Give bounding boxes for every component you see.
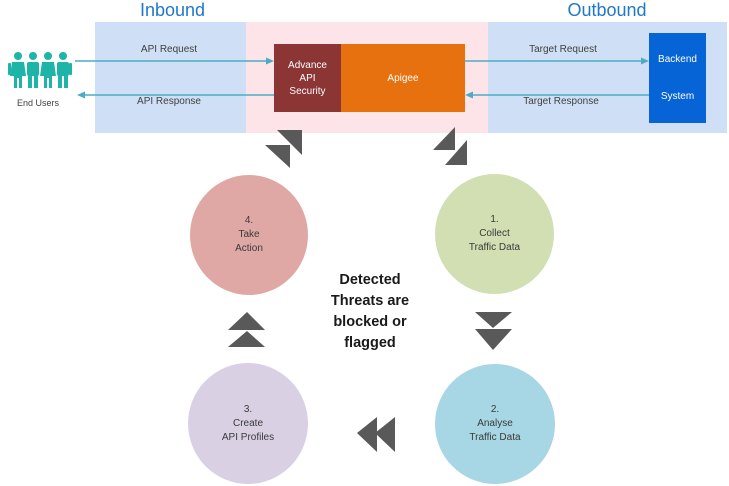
apigee-label: Apigee — [387, 72, 419, 84]
backend-system-line-2: System — [660, 91, 695, 102]
user-figure-icon — [10, 52, 26, 88]
inbound-zone — [95, 22, 246, 133]
caption-line-3: blocked or — [333, 314, 407, 330]
advance-api-security-line-3: Security — [289, 85, 326, 97]
target-request-label: Target Request — [529, 44, 597, 55]
arrow-analyse-to-profiles-icon — [357, 417, 395, 452]
arrow-profiles-to-action-icon — [228, 312, 265, 347]
step-label-line-1: Collect — [479, 228, 510, 239]
step-label-line-2: Action — [235, 243, 263, 254]
api-response-arrowhead — [77, 91, 85, 99]
advance-api-security-box: Advance API Security — [274, 44, 341, 112]
step-create-api-profiles: 3. Create API Profiles — [188, 363, 308, 484]
end-users-icon — [8, 52, 72, 88]
advance-api-security-line-2: API — [299, 72, 316, 84]
step-label-line-2: API Profiles — [221, 431, 275, 443]
apigee-box: Apigee — [341, 44, 465, 112]
step-take-action: 4. Take Action — [190, 175, 308, 295]
target-response-arrowhead — [465, 91, 473, 99]
arrow-apigee-to-collect-icon — [433, 127, 467, 165]
step-collect-traffic-data: 1. Collect Traffic Data — [435, 174, 554, 294]
target-response-label: Target Response — [523, 96, 599, 107]
api-response-label: API Response — [137, 96, 201, 107]
step-number: 1. — [490, 214, 499, 225]
user-figure-icon — [57, 52, 72, 88]
step-label-line-2: Traffic Data — [468, 242, 521, 253]
step-label-line-1: Create — [232, 417, 263, 429]
inbound-title: Inbound — [139, 0, 206, 20]
step-number: 3. — [243, 403, 253, 415]
backend-system-box: Backend System — [649, 33, 706, 123]
caption-line-4: flagged — [344, 335, 396, 351]
step-label-line-1: Analyse — [477, 418, 513, 429]
user-figure-icon — [40, 52, 56, 88]
outbound-title: Outbound — [567, 0, 647, 20]
end-users-label: End Users — [16, 98, 60, 108]
step-number: 4. — [244, 215, 254, 226]
caption-line-2: Threats are — [330, 293, 410, 309]
target-request-arrowhead — [641, 57, 649, 65]
step-label-line-1: Take — [238, 229, 260, 240]
detected-threats-caption: Detected Threats are blocked or flagged — [318, 270, 422, 354]
arrow-action-to-security-icon — [265, 130, 302, 168]
step-analyse-traffic-data: 2. Analyse Traffic Data — [435, 364, 555, 484]
backend-system-line-1: Backend — [658, 54, 697, 65]
arrow-collect-to-analyse-icon — [475, 312, 512, 350]
step-label-line-2: Traffic Data — [469, 432, 521, 443]
api-request-label: API Request — [140, 44, 198, 55]
caption-line-1: Detected — [339, 272, 401, 288]
step-number: 2. — [490, 404, 500, 415]
api-request-arrowhead — [266, 57, 274, 65]
advance-api-security-line-1: Advance — [288, 59, 327, 71]
user-figure-icon — [27, 52, 39, 88]
